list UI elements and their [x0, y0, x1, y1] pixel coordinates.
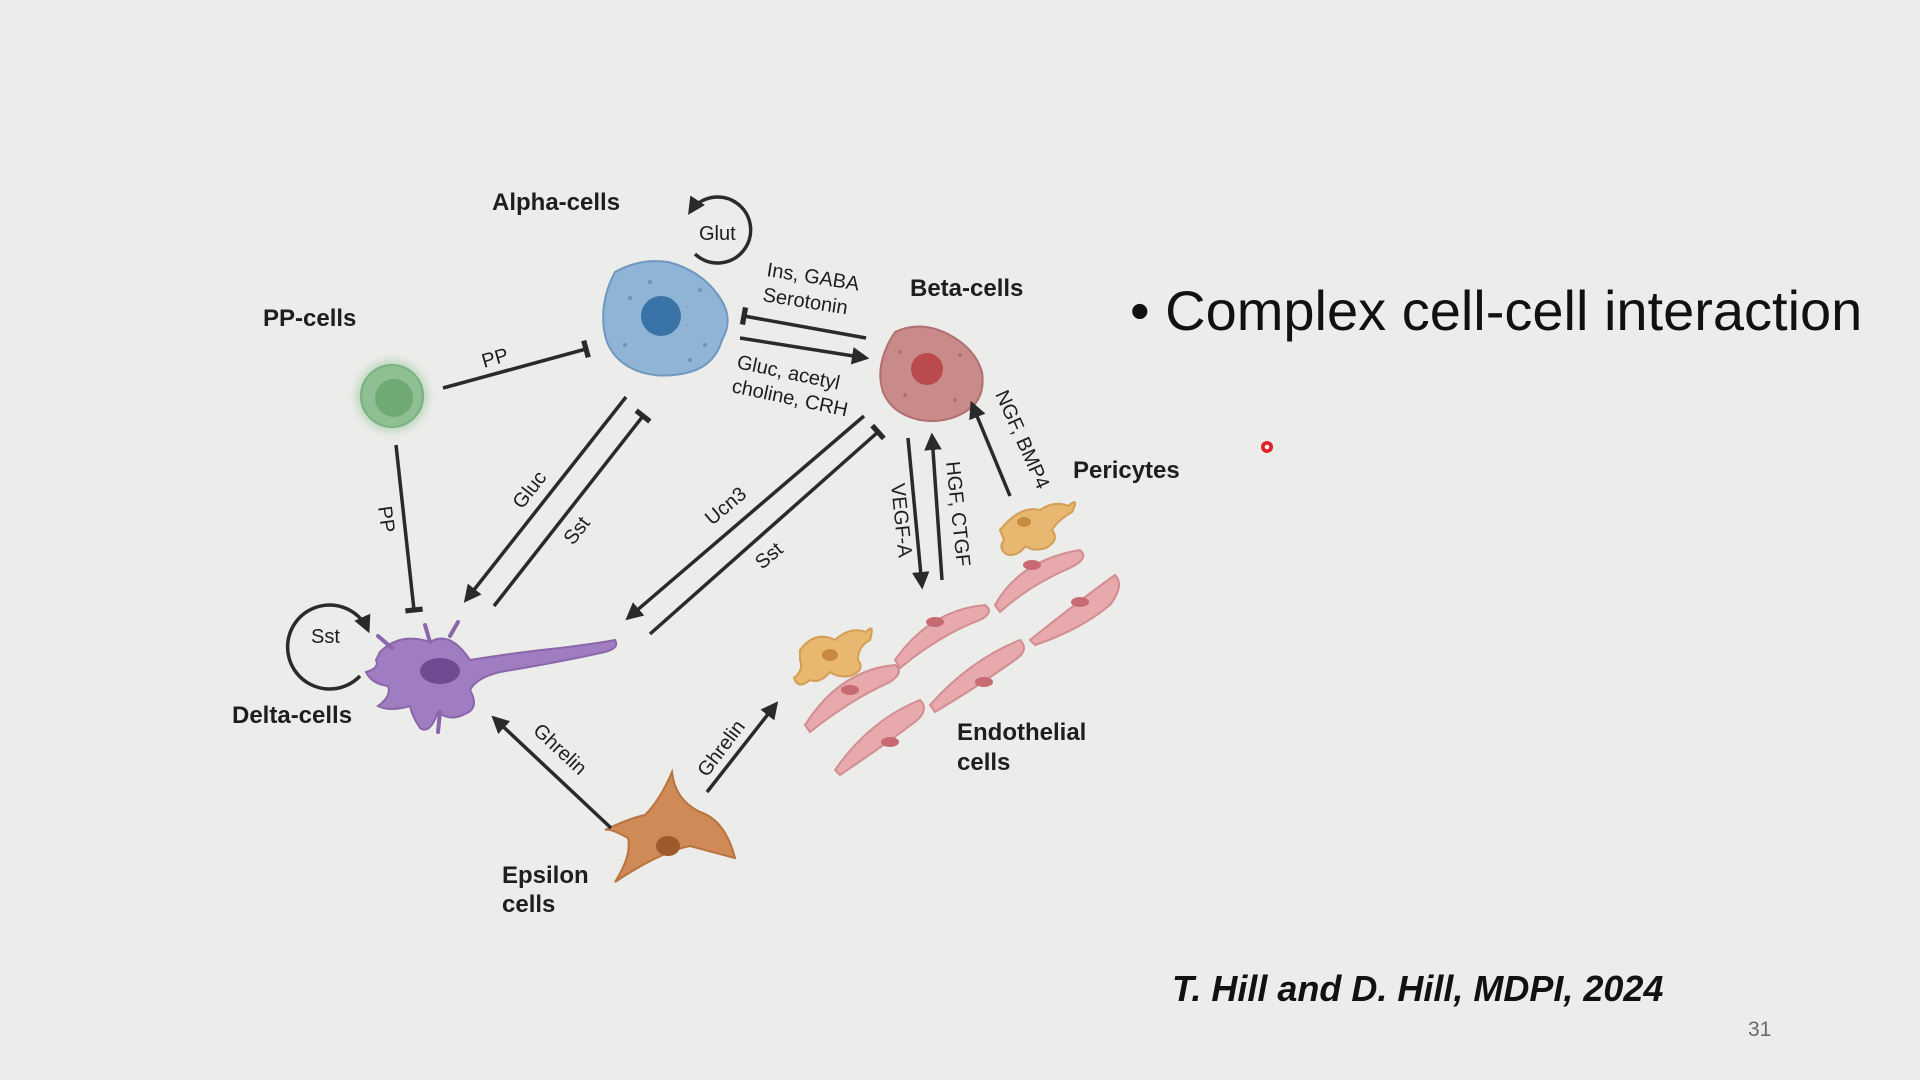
vegfa-label: VEGF-A: [886, 482, 916, 559]
pericyte-upper: [998, 501, 1077, 556]
alpha-to-delta-line: [463, 395, 628, 603]
gluc-label: Gluc: [509, 467, 552, 513]
endothelial-cells: [803, 548, 1120, 777]
pp-to-delta-line: [394, 444, 423, 614]
sst-loop-label: Sst: [311, 626, 340, 648]
bullet-text: Complex cell-cell interaction: [1165, 279, 1863, 342]
glut-autocrine-loop: [688, 195, 753, 265]
pericyte-lower: [792, 627, 873, 686]
pp-cell: [348, 352, 436, 440]
beta-cell: [879, 325, 984, 422]
pp-top-label: PP: [479, 344, 511, 373]
beta-to-delta-line: [625, 414, 866, 621]
endothelial-label-line2: cells: [957, 749, 1010, 776]
epsilon-to-delta-line: [491, 715, 613, 830]
page-number: 31: [1748, 1018, 1772, 1041]
pp-to-alpha-line: [442, 339, 591, 390]
beta-to-endothelial-line: [906, 437, 930, 590]
pp-cells-label: PP-cells: [263, 305, 356, 332]
pericytes-label: Pericytes: [1073, 457, 1180, 484]
endothelial-label-line1: Endothelial: [957, 719, 1086, 746]
pp-side-label: PP: [373, 505, 399, 534]
pericytes-to-beta-line: [969, 400, 1012, 497]
hgf-ctgf-label: HGF, CTGF: [941, 460, 974, 567]
epsilon-to-endothelial-line: [705, 701, 779, 794]
ghrelin-delta-label: Ghrelin: [529, 720, 591, 780]
citation: T. Hill and D. Hill, MDPI, 2024: [1172, 968, 1664, 1009]
delta-to-beta-line: [648, 423, 886, 636]
ngf-bmp4-label: NGF, BMP4: [990, 387, 1053, 492]
delta-cell: [364, 620, 618, 734]
delta-to-alpha-line: [492, 408, 652, 608]
beta-to-alpha-line: [739, 306, 867, 340]
epsilon-label-line1: Epsilon: [502, 862, 589, 889]
sst-beta-label: Sst: [751, 538, 788, 574]
laser-pointer-dot: [1261, 441, 1273, 453]
sst-autocrine-loop: [285, 603, 371, 691]
alpha-to-beta-line: [739, 336, 870, 365]
epsilon-cell: [604, 768, 737, 883]
ucn3-label: Ucn3: [701, 483, 751, 530]
alpha-cells-label: Alpha-cells: [492, 189, 620, 216]
beta-cells-label: Beta-cells: [910, 275, 1023, 302]
bullet-symbol: •: [1130, 279, 1150, 342]
glut-label: Glut: [699, 223, 736, 245]
alpha-cell: [602, 260, 729, 377]
endothelial-to-beta-line: [924, 432, 944, 581]
delta-cells-label: Delta-cells: [232, 702, 352, 729]
connectors: [394, 306, 1012, 830]
epsilon-label-line2: cells: [502, 891, 555, 918]
bullet-point: • Complex cell-cell interaction: [1130, 278, 1862, 343]
